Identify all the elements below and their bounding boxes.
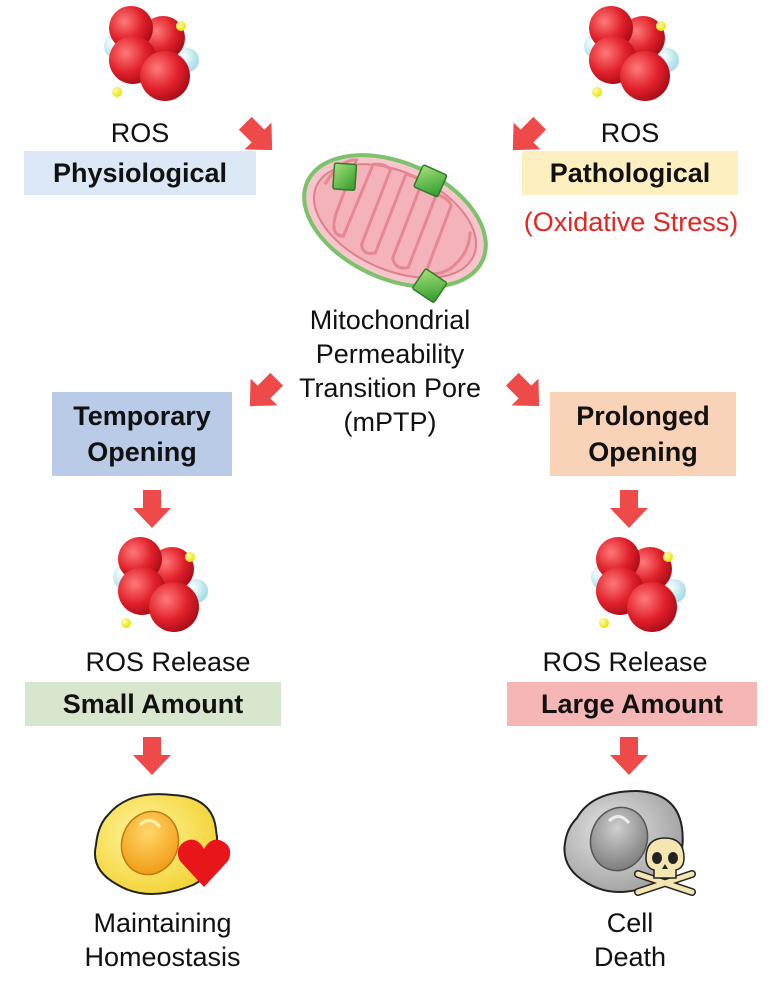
physiological-box: Physiological	[24, 151, 256, 195]
outcome-label-right: Cell Death	[593, 908, 667, 972]
large-amount-box: Large Amount	[507, 682, 757, 726]
heart-icon	[177, 839, 231, 887]
ros-label-right: ROS	[600, 118, 660, 148]
ros-release-label-right: ROS Release	[542, 647, 708, 677]
ros-release-label-left: ROS Release	[85, 647, 251, 677]
arrow-icon	[242, 370, 286, 414]
arrow-icon	[236, 114, 280, 158]
arrow-icon	[610, 490, 648, 528]
ros-label-left: ROS	[110, 118, 170, 148]
ros-molecule-icon	[591, 537, 686, 632]
ros-molecule-icon	[104, 6, 199, 101]
oxidative-stress-label: (Oxidative Stress)	[523, 207, 739, 237]
arrow-icon	[133, 737, 171, 775]
ros-molecule-icon	[584, 6, 679, 101]
arrow-icon	[610, 737, 648, 775]
arrow-icon	[503, 370, 547, 414]
ros-molecule-icon	[113, 537, 208, 632]
pathological-box: Pathological	[522, 151, 738, 195]
healthy-cell-icon	[94, 793, 219, 895]
skull-crossbones-icon	[634, 837, 696, 896]
outcome-label-left: Maintaining Homeostasis	[84, 908, 241, 972]
mptp-label: Mitochondrial Permeability Transition Po…	[298, 305, 482, 437]
small-amount-box: Small Amount	[25, 682, 281, 726]
arrow-icon	[133, 490, 171, 528]
mitochondrion-icon	[302, 153, 488, 303]
arrow-icon	[505, 114, 549, 158]
